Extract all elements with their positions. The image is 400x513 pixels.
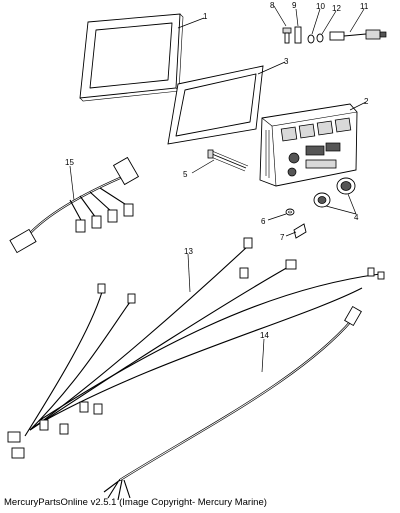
leader-8: [273, 5, 287, 27]
callout-13: 13: [184, 247, 193, 256]
callout-9: 9: [292, 1, 297, 10]
callout-3: 3: [284, 57, 289, 66]
leader-4a: [325, 205, 357, 215]
callout-7: 7: [280, 233, 285, 242]
part-9-spacer[interactable]: [294, 26, 302, 44]
part-12-o-ring[interactable]: [316, 33, 324, 43]
part-15-harness[interactable]: [9, 156, 140, 254]
part-14-cable[interactable]: [103, 305, 362, 501]
callout-1: 1: [203, 12, 208, 21]
leader-4b: [347, 193, 357, 215]
leader-13: [187, 253, 191, 293]
part-8-screw[interactable]: [282, 27, 292, 44]
leader-12: [321, 10, 337, 35]
callout-14: 14: [260, 331, 269, 340]
leader-1: [177, 17, 205, 29]
part-7-clip[interactable]: [293, 223, 307, 239]
callout-2: 2: [364, 97, 369, 106]
leader-3: [257, 61, 286, 75]
leader-10: [311, 8, 321, 35]
part-11-sensor[interactable]: [329, 29, 387, 41]
leader-6: [267, 213, 287, 221]
part-13-main-harness[interactable]: [7, 237, 385, 459]
callout-8: 8: [270, 1, 275, 10]
callout-4: 4: [354, 213, 359, 222]
part-1-bezel[interactable]: [79, 13, 184, 102]
leader-2: [349, 101, 367, 111]
part-4-connector-right[interactable]: [336, 177, 356, 195]
part-3-gasket[interactable]: [167, 65, 264, 145]
callout-10: 10: [316, 2, 325, 11]
leader-15: [69, 165, 75, 201]
part-4-connector-left[interactable]: [313, 192, 331, 208]
leader-5: [191, 159, 215, 174]
copyright-footer: MercuryPartsOnline v2.5.1 (Image Copyrig…: [4, 497, 267, 508]
callout-15: 15: [65, 158, 74, 167]
part-10-washer[interactable]: [307, 34, 315, 44]
leader-14: [261, 338, 265, 373]
leader-11: [349, 8, 365, 33]
leader-7: [285, 231, 297, 237]
part-5-bolt[interactable]: [207, 149, 249, 172]
callout-6: 6: [261, 217, 266, 226]
callout-12: 12: [332, 4, 341, 13]
part-6-washer[interactable]: [285, 208, 295, 216]
part-2-gauge-body[interactable]: [259, 103, 358, 187]
callout-5: 5: [183, 170, 188, 179]
leader-9: [295, 8, 299, 27]
callout-11: 11: [360, 2, 369, 11]
